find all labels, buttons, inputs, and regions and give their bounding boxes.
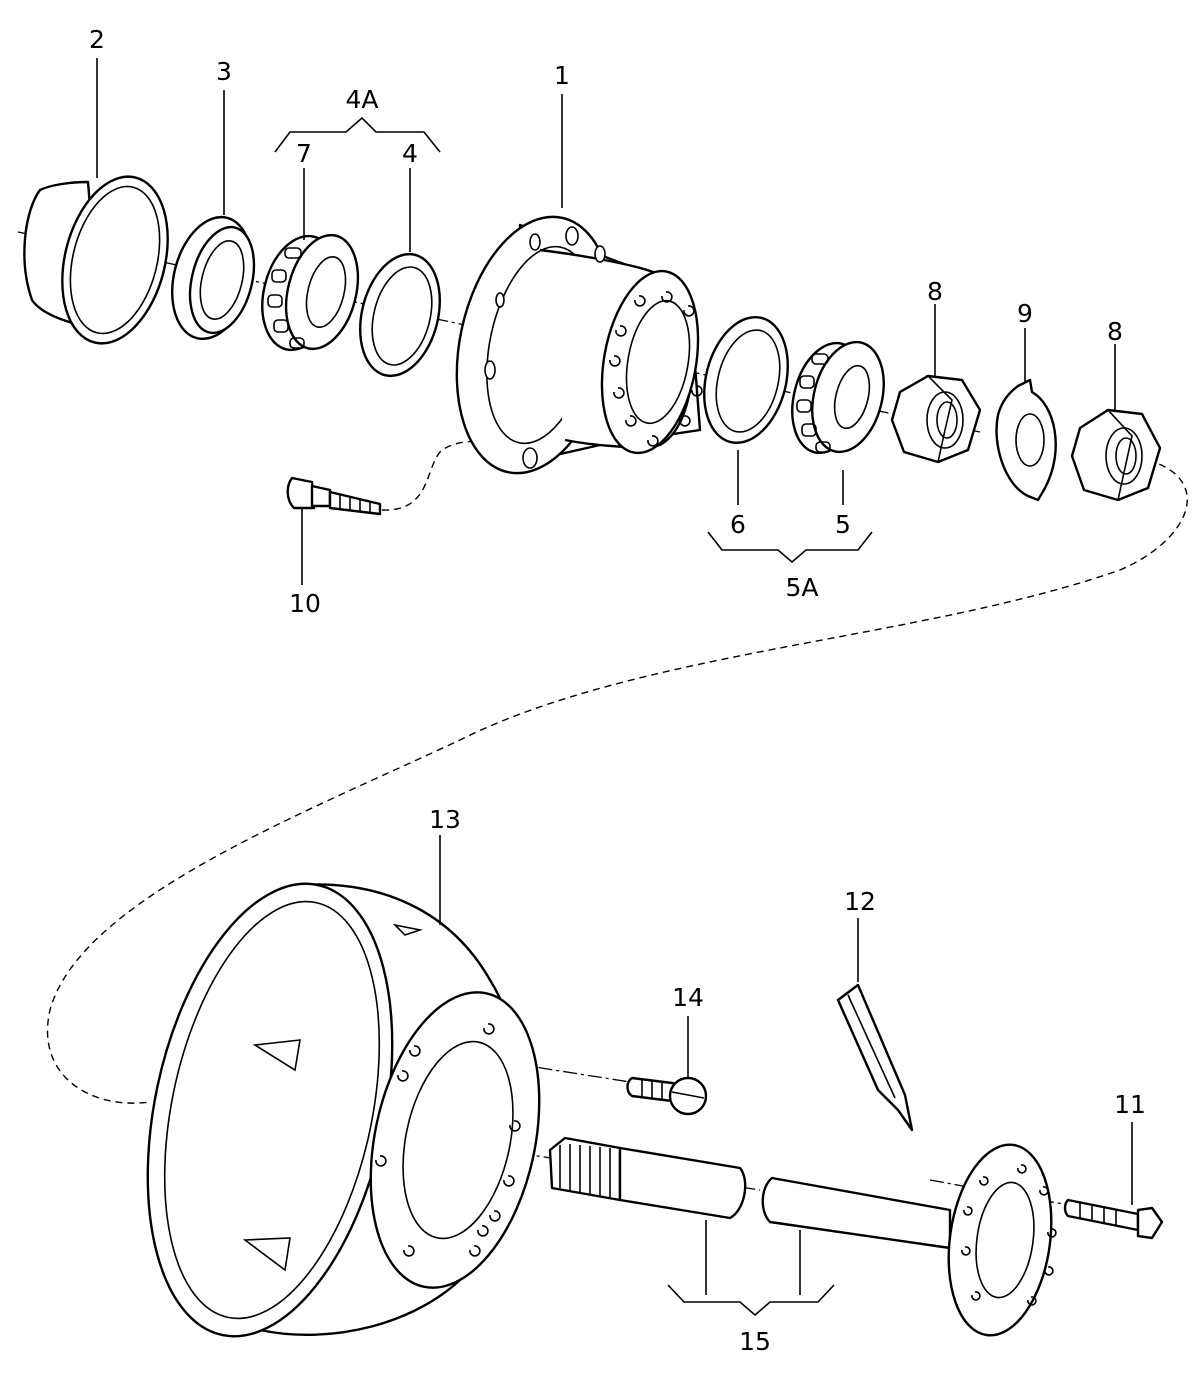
callout-labels: 2 3 1 4A 7 4 8 9 8 6 5 5A 10 13 12 14 11… <box>89 25 1146 1356</box>
callout-11: 11 <box>1114 1090 1146 1119</box>
part-10-wheel-stud <box>286 476 382 516</box>
callout-10: 10 <box>289 589 321 618</box>
callout-5: 5 <box>835 510 851 539</box>
part-11-bolt <box>1063 1198 1164 1240</box>
callout-8-first: 8 <box>927 277 943 306</box>
callout-2: 2 <box>89 25 105 54</box>
part-12-tube <box>836 983 914 1132</box>
part-9-lock-washer <box>995 378 1057 502</box>
part-5-roller-bearing <box>791 340 885 455</box>
callout-12: 12 <box>844 887 876 916</box>
callout-14: 14 <box>672 983 704 1012</box>
callout-4: 4 <box>402 139 418 168</box>
part-7-roller-bearing <box>261 233 360 352</box>
callout-6: 6 <box>730 510 746 539</box>
callout-1: 1 <box>554 61 570 90</box>
part-13-brake-drum <box>146 882 541 1338</box>
callout-4A: 4A <box>345 85 378 114</box>
callout-5A: 5A <box>785 573 818 602</box>
part-15-axle-shaft <box>548 1136 1057 1337</box>
part-14-screw <box>626 1076 708 1116</box>
part-8-hex-nut-second <box>1070 408 1162 502</box>
part-6-bearing-race <box>703 315 789 445</box>
callout-9: 9 <box>1017 299 1033 328</box>
callout-15: 15 <box>739 1327 771 1356</box>
part-8-hex-nut <box>890 374 982 464</box>
part-1-wheel-hub <box>455 215 703 475</box>
part-4-bearing-race <box>358 252 442 378</box>
leader-lines <box>96 58 1133 1317</box>
part-2-cap <box>23 175 169 345</box>
callout-7: 7 <box>296 139 312 168</box>
callout-8-second: 8 <box>1107 317 1123 346</box>
callout-13: 13 <box>429 805 461 834</box>
part-3-seal-ring <box>170 215 256 341</box>
callout-3: 3 <box>216 57 232 86</box>
